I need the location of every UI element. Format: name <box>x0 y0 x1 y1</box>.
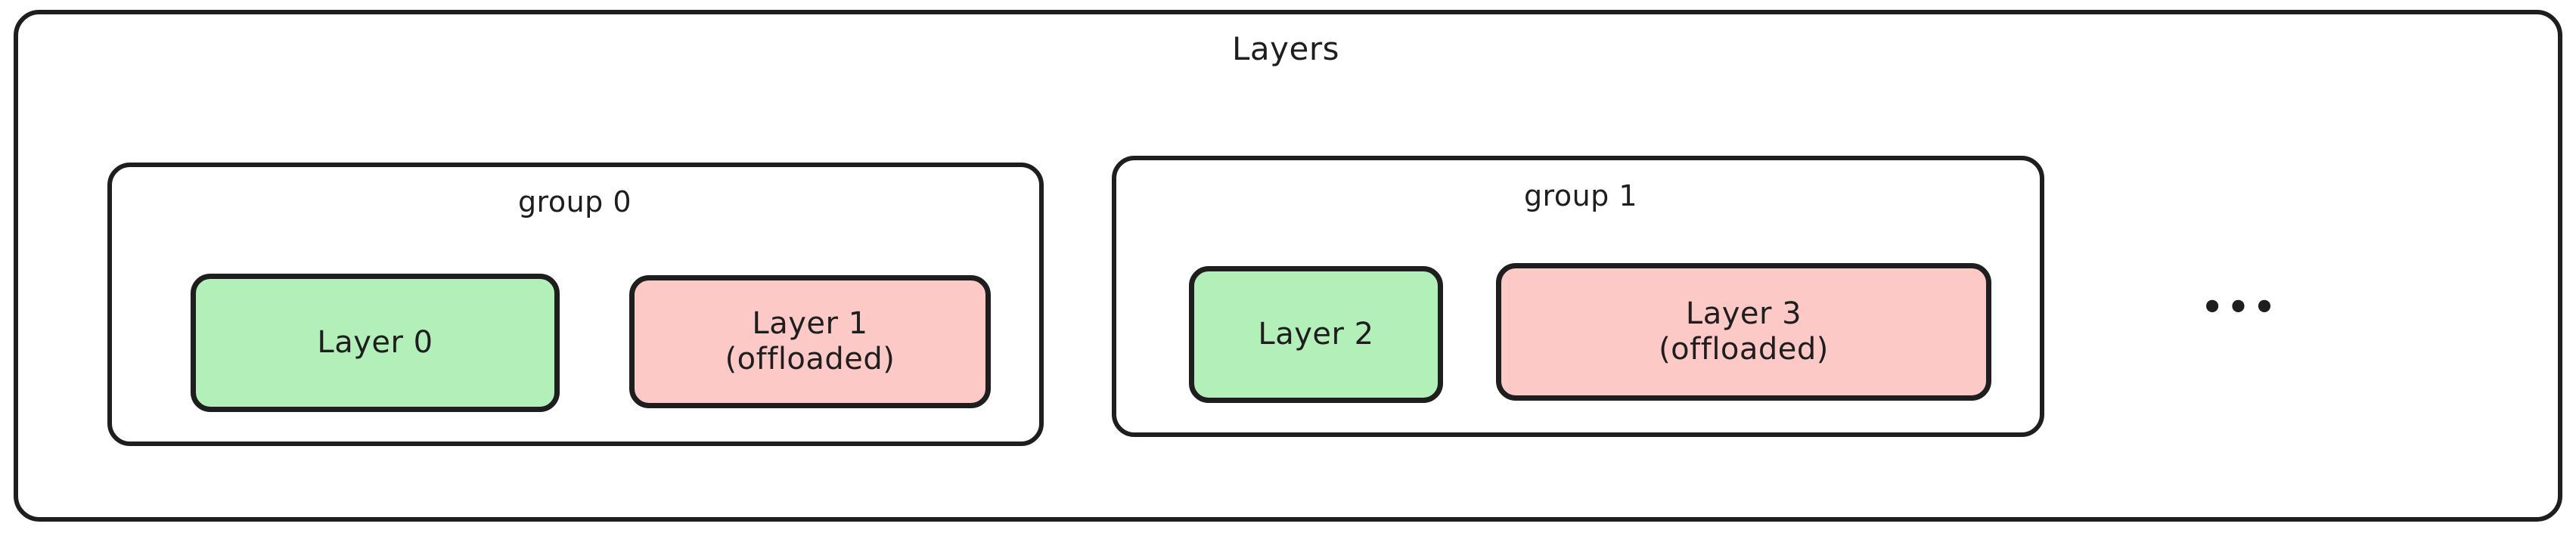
layer-node-label-line2: (offloaded) <box>725 342 895 376</box>
layer-node-label: Layer 1 (offloaded) <box>719 306 902 377</box>
layer-node-label-line1: Layer 3 <box>1685 296 1802 331</box>
group-1-title: group 1 <box>1523 179 1638 212</box>
layer-node-label: Layer 2 <box>1258 316 1374 352</box>
group-1-container <box>1112 156 2044 437</box>
layer-node-layer-0[interactable]: Layer 0 <box>191 274 560 412</box>
layer-node-label-line1: Layer 1 <box>752 305 868 341</box>
layers-title: Layers <box>1232 30 1339 67</box>
layers-container <box>14 10 2562 522</box>
layer-node-label: Layer 3 (offloaded) <box>1653 296 1835 367</box>
layer-node-label: Layer 0 <box>317 324 433 360</box>
layer-node-label-line2: (offloaded) <box>1659 332 1829 367</box>
group-0-container <box>107 163 1044 446</box>
layer-node-layer-2[interactable]: Layer 2 <box>1189 266 1443 403</box>
continuation-ellipsis: ••• <box>2201 287 2280 327</box>
layer-node-layer-3[interactable]: Layer 3 (offloaded) <box>1496 263 1991 401</box>
group-0-title: group 0 <box>517 185 632 218</box>
layer-node-layer-1[interactable]: Layer 1 (offloaded) <box>629 275 991 408</box>
